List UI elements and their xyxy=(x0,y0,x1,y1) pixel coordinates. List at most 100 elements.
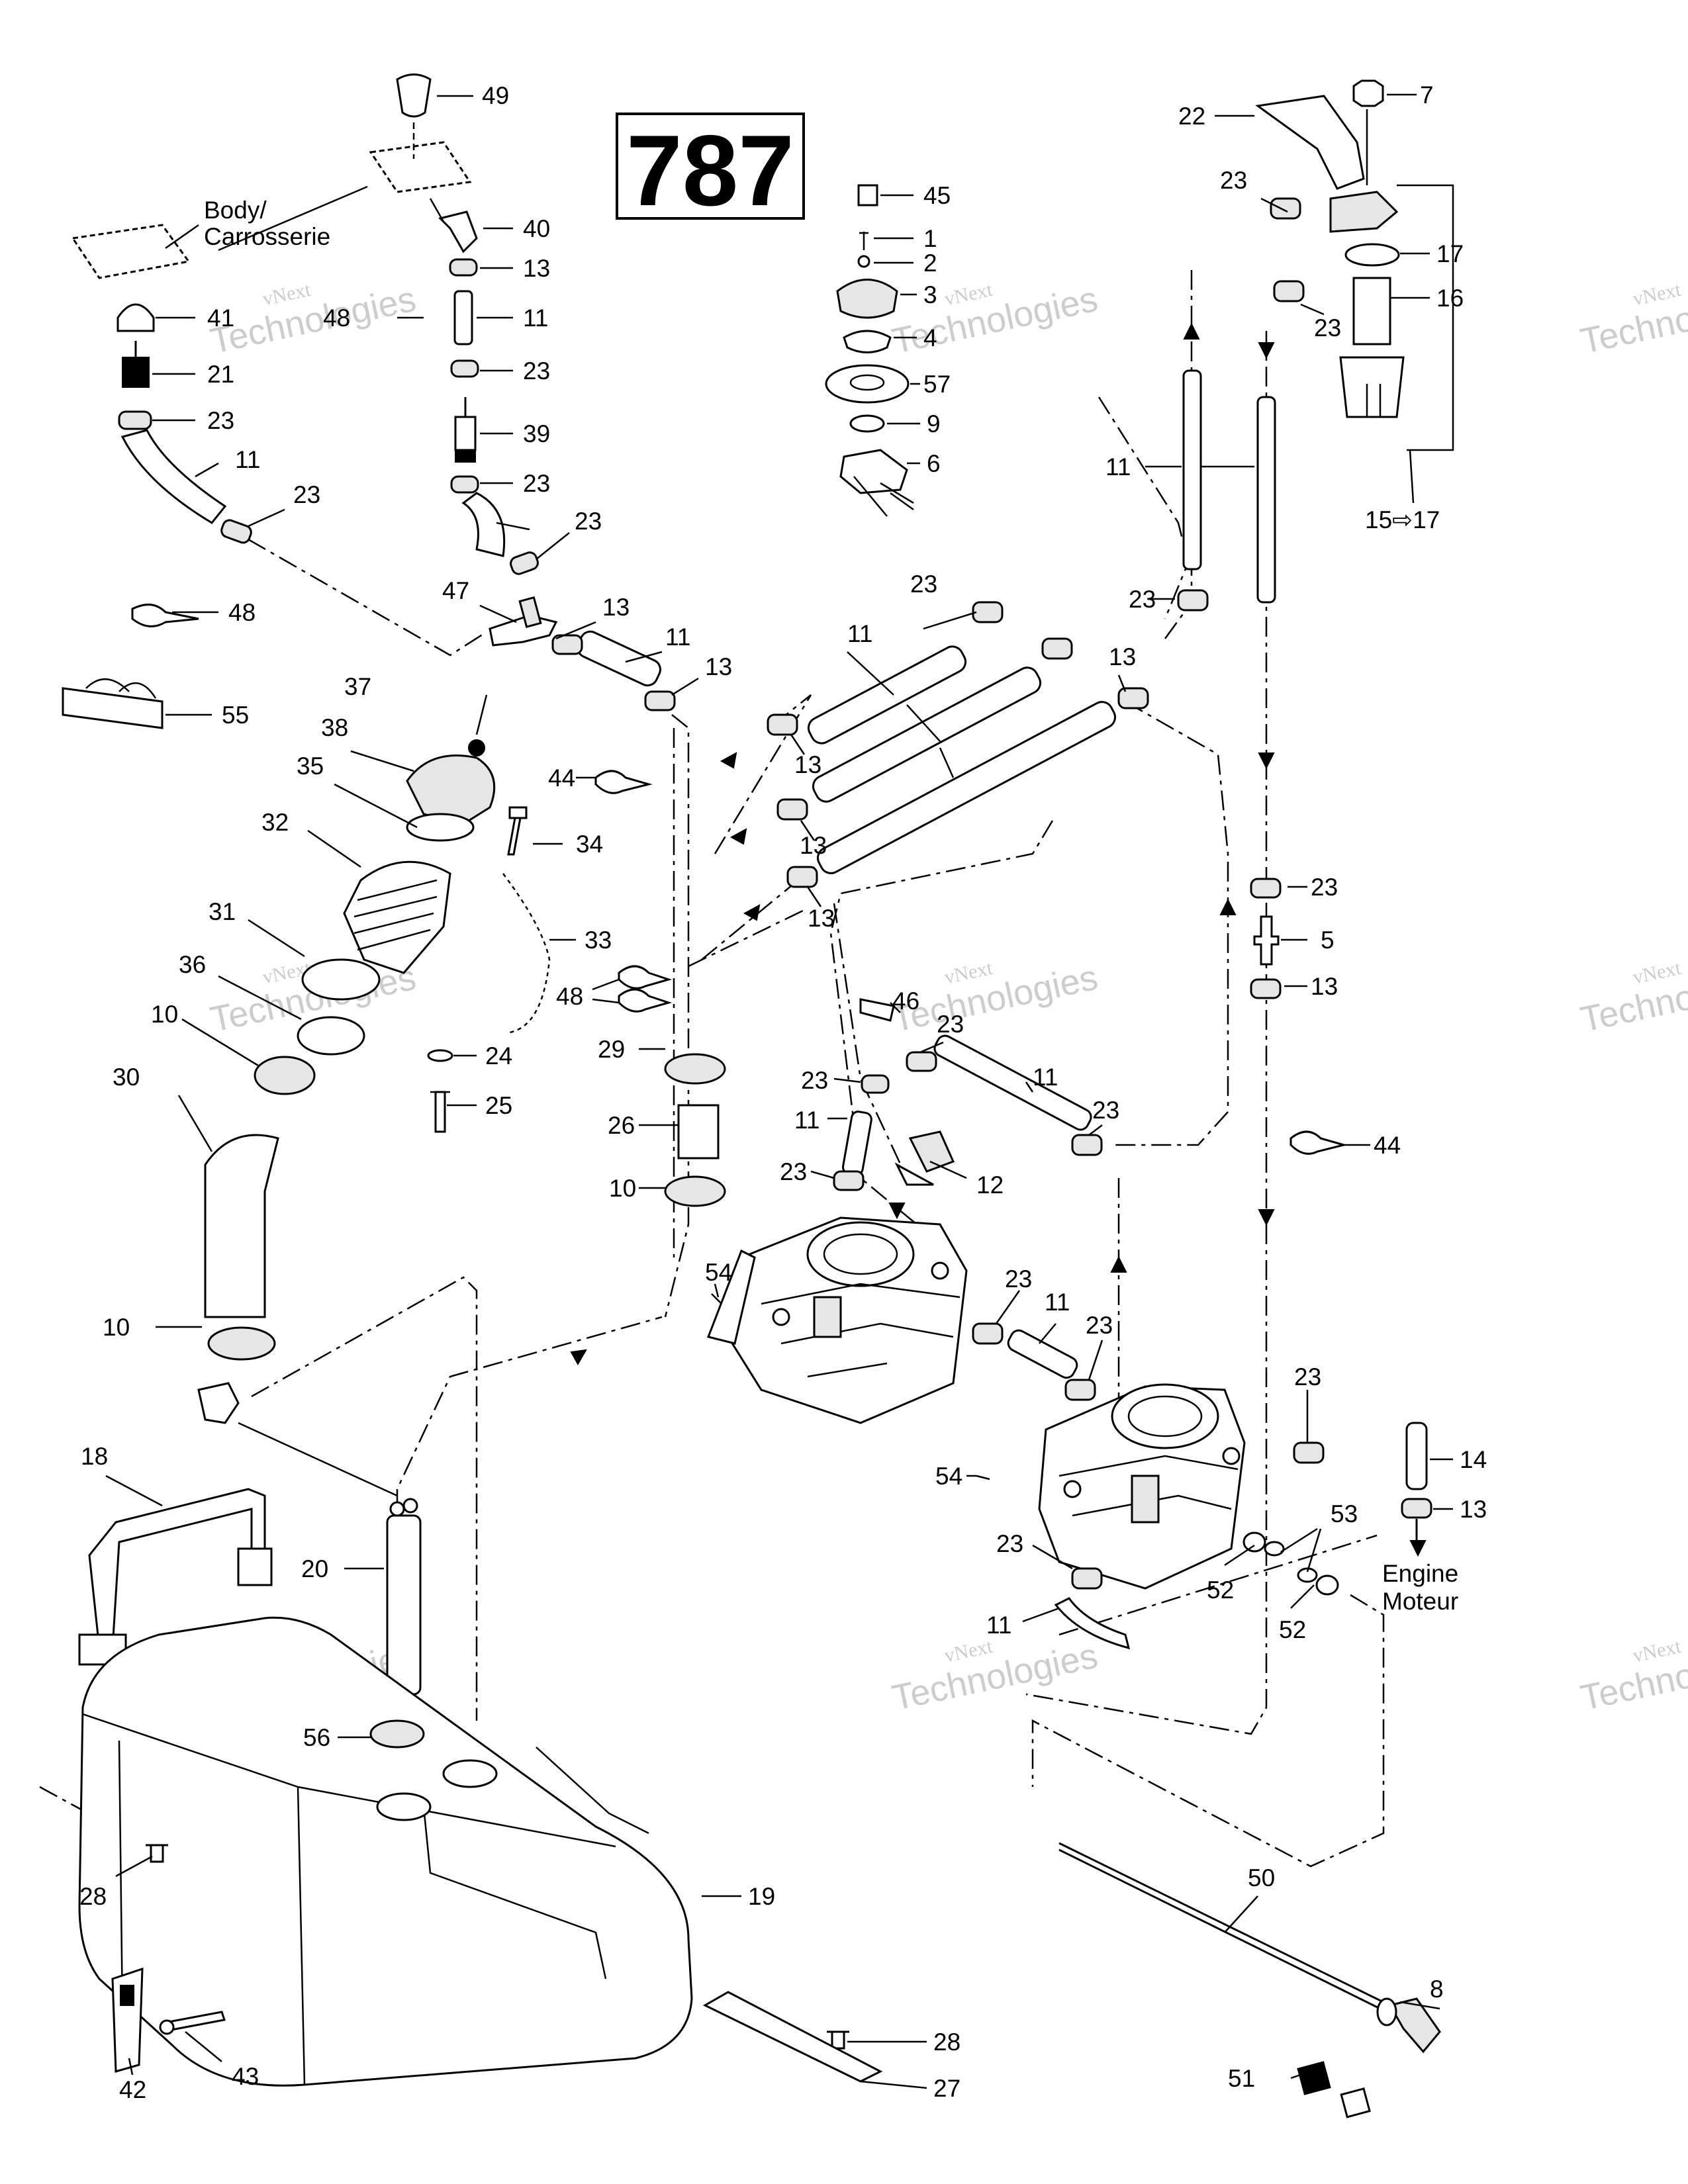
leader-lines xyxy=(105,93,1453,2089)
callout-23: 23 xyxy=(1294,1363,1321,1390)
nut xyxy=(843,330,892,353)
callout-13: 13 xyxy=(523,255,550,282)
fuel-tank xyxy=(78,1616,693,2087)
callout-30: 30 xyxy=(113,1064,140,1091)
callout-11: 11 xyxy=(235,446,260,473)
hose xyxy=(1007,1329,1078,1379)
nut xyxy=(1376,1997,1397,2026)
callout-21: 21 xyxy=(207,361,234,388)
o-ring xyxy=(849,414,885,433)
o-ring xyxy=(1344,243,1400,267)
cap-plug xyxy=(468,739,485,756)
hose xyxy=(577,630,661,687)
hose xyxy=(120,429,227,524)
fuel-valve xyxy=(839,449,908,494)
clamp xyxy=(1250,978,1282,999)
callout-23: 23 xyxy=(937,1011,964,1038)
sender-connector xyxy=(197,1382,240,1424)
callout-18: 18 xyxy=(81,1443,108,1470)
arrow-down-icon xyxy=(1258,752,1275,770)
hose xyxy=(1256,396,1276,604)
callout-13: 13 xyxy=(1109,643,1136,670)
callout-11: 11 xyxy=(986,1612,1011,1639)
callout-23: 23 xyxy=(780,1158,807,1185)
callout-23: 23 xyxy=(910,570,937,598)
washer xyxy=(1264,1541,1285,1557)
watermark-line2: Technologies xyxy=(889,958,1102,1040)
hose xyxy=(933,1034,1092,1131)
callout-23: 23 xyxy=(523,357,550,385)
callout-2: 2 xyxy=(923,250,937,277)
callout-11: 11 xyxy=(1033,1064,1058,1091)
cable-tie xyxy=(131,604,199,627)
clamp xyxy=(861,1074,890,1094)
grommet xyxy=(1340,2087,1371,2118)
callout-23: 23 xyxy=(523,470,550,497)
hose xyxy=(1405,1422,1428,1490)
plug xyxy=(857,184,878,206)
nut xyxy=(1352,79,1384,107)
fuel-pickup xyxy=(386,1514,422,1696)
callout-38: 38 xyxy=(321,714,348,741)
callout-22: 22 xyxy=(1178,103,1205,130)
plate xyxy=(825,364,910,404)
callout-49: 49 xyxy=(482,82,509,109)
clamp xyxy=(449,258,478,277)
callout-25: 25 xyxy=(485,1092,512,1119)
clamp xyxy=(972,1322,1004,1345)
fuel-cap xyxy=(406,754,496,825)
callout-7: 7 xyxy=(1420,81,1434,109)
watermark-line2: Technologies xyxy=(889,279,1102,361)
cable-tie xyxy=(1289,1130,1348,1155)
callout-40: 40 xyxy=(523,215,550,242)
bracket xyxy=(702,1991,883,2083)
connector xyxy=(1253,915,1280,966)
callout-11: 11 xyxy=(1105,453,1131,480)
callout-14: 14 xyxy=(1460,1446,1487,1473)
callout-23: 23 xyxy=(207,407,234,434)
clamp xyxy=(786,866,818,888)
callout-17: 17 xyxy=(1436,240,1464,267)
callouts: 49 40 13 11 23 39 23 23 41 21 23 11 23 4… xyxy=(79,81,1487,2103)
sleeve xyxy=(677,1104,720,1160)
tee-fitting xyxy=(489,614,558,647)
engine-label-line1: Engine xyxy=(1382,1560,1458,1587)
hose-routing xyxy=(39,270,1385,1868)
clamp xyxy=(450,359,479,378)
hose xyxy=(817,701,1116,874)
choke-handle xyxy=(1388,1997,1441,2054)
callout-50: 50 xyxy=(1248,1864,1275,1891)
callout-19: 19 xyxy=(748,1883,775,1910)
arrow-left-icon xyxy=(743,904,761,921)
watermark: vNext Technologies xyxy=(1577,1635,1688,1718)
callout-11: 11 xyxy=(847,620,872,647)
callout-4: 4 xyxy=(923,324,937,351)
reference-labels: Body/ Carrosserie Engine Moteur xyxy=(165,185,1458,1615)
fuel-filter xyxy=(122,357,150,388)
knob xyxy=(396,73,432,118)
callout-13: 13 xyxy=(1460,1496,1487,1523)
body-label-line1: Body/ xyxy=(204,197,267,224)
callout-12: 12 xyxy=(976,1171,1004,1199)
nut xyxy=(1243,1531,1266,1553)
callout-57: 57 xyxy=(923,371,951,398)
cable-tie xyxy=(618,965,673,989)
callout-10: 10 xyxy=(151,1001,178,1028)
clamp xyxy=(207,1326,276,1361)
arrow-down-icon xyxy=(1258,1209,1275,1226)
flow-arrows xyxy=(570,322,1427,1557)
clamp xyxy=(1270,197,1301,220)
callout-36: 36 xyxy=(179,951,206,978)
clamp xyxy=(254,1056,316,1095)
clamp xyxy=(1250,878,1282,899)
watermark-line2: Technologies xyxy=(889,1636,1102,1718)
callout-23: 23 xyxy=(1129,586,1156,613)
callout-48: 48 xyxy=(323,304,350,332)
body-panel xyxy=(71,224,191,279)
washer xyxy=(427,1049,453,1062)
callout-28: 28 xyxy=(933,2028,961,2056)
hose xyxy=(461,492,506,557)
callout-54: 54 xyxy=(935,1463,962,1490)
callout-23: 23 xyxy=(1220,167,1247,194)
hose xyxy=(453,290,473,345)
